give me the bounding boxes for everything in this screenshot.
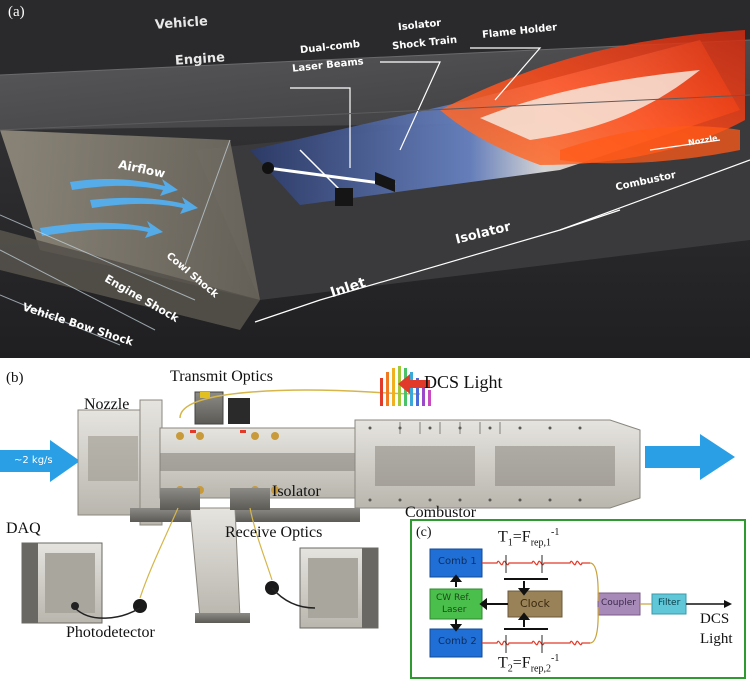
control-arrows bbox=[449, 574, 548, 632]
panel-a-tag: (a) bbox=[8, 4, 25, 20]
daq-box-right bbox=[299, 547, 379, 629]
comb2-box bbox=[429, 628, 483, 658]
inflow-arrow bbox=[0, 440, 80, 482]
panel-c-diagram bbox=[429, 548, 732, 658]
label-comb1: Comb 1 bbox=[438, 556, 477, 567]
daq-box-left bbox=[21, 542, 103, 624]
outflow-arrow bbox=[645, 434, 735, 480]
period-markers bbox=[505, 555, 543, 653]
cw-ref-laser-box bbox=[429, 588, 483, 620]
optic-mount bbox=[335, 188, 353, 206]
label-coupler: Coupler bbox=[601, 598, 636, 608]
laser-beam bbox=[267, 166, 396, 187]
label-receive-optics: Receive Optics bbox=[225, 524, 323, 541]
label-t1-formula: T1=Frep,1-1 bbox=[498, 527, 560, 549]
inlet-ramp bbox=[0, 130, 260, 300]
label-photodetector: Photodetector bbox=[66, 624, 155, 641]
label-flow-rate: ~2 kg/s bbox=[14, 455, 53, 466]
receive-optic-mount-1 bbox=[160, 488, 200, 510]
panel-b: (b) Transmit Optics DCS Light Nozzle ~2 … bbox=[0, 358, 750, 683]
pulse-train-1 bbox=[482, 560, 590, 566]
label-transmit-optics: Transmit Optics bbox=[170, 368, 273, 385]
label-light-out: Light bbox=[700, 631, 733, 647]
panel-c: (c) Comb 1 CW Ref. Laser Comb 2 Clock Co… bbox=[410, 519, 746, 679]
receive-optic-mount-2 bbox=[230, 488, 270, 510]
panel-c-tag: (c) bbox=[416, 525, 432, 540]
pulse-train-2 bbox=[482, 640, 590, 646]
label-combustor-b: Combustor bbox=[405, 504, 477, 521]
inlet-lower bbox=[0, 230, 260, 330]
label-dcs-out: DCS bbox=[700, 611, 730, 627]
label-isolator-b: Isolator bbox=[272, 483, 321, 500]
label-cw-ref: CW Ref. bbox=[436, 593, 471, 603]
transmit-fiber bbox=[179, 389, 421, 419]
rail-base bbox=[130, 508, 360, 522]
label-nozzle-b: Nozzle bbox=[84, 396, 130, 413]
combustor-fins bbox=[399, 422, 501, 434]
label-dcs-light: DCS Light bbox=[424, 372, 503, 392]
label-daq: DAQ bbox=[6, 520, 41, 537]
optic-port bbox=[262, 162, 274, 174]
combustor-bolts bbox=[368, 426, 582, 502]
panel-b-illustration bbox=[0, 366, 735, 629]
panel-b-tag: (b) bbox=[6, 370, 24, 386]
label-filter: Filter bbox=[658, 598, 681, 608]
shock-lines bbox=[0, 139, 231, 346]
label-clock: Clock bbox=[520, 597, 550, 610]
airflow-arrows bbox=[40, 179, 198, 238]
leader-lines bbox=[254, 47, 750, 323]
panel-a: (a) Vehicle Engine Dual-comb Laser Beams… bbox=[0, 0, 750, 358]
panel-a-illustration bbox=[0, 0, 750, 358]
label-comb2: Comb 2 bbox=[438, 636, 477, 647]
label-cw-laser: Laser bbox=[442, 605, 467, 615]
label-t2-formula: T2=Frep,2-1 bbox=[498, 653, 560, 675]
flame-core bbox=[480, 70, 700, 140]
dcs-light-arrow bbox=[398, 374, 430, 394]
vehicle-body bbox=[0, 0, 750, 75]
